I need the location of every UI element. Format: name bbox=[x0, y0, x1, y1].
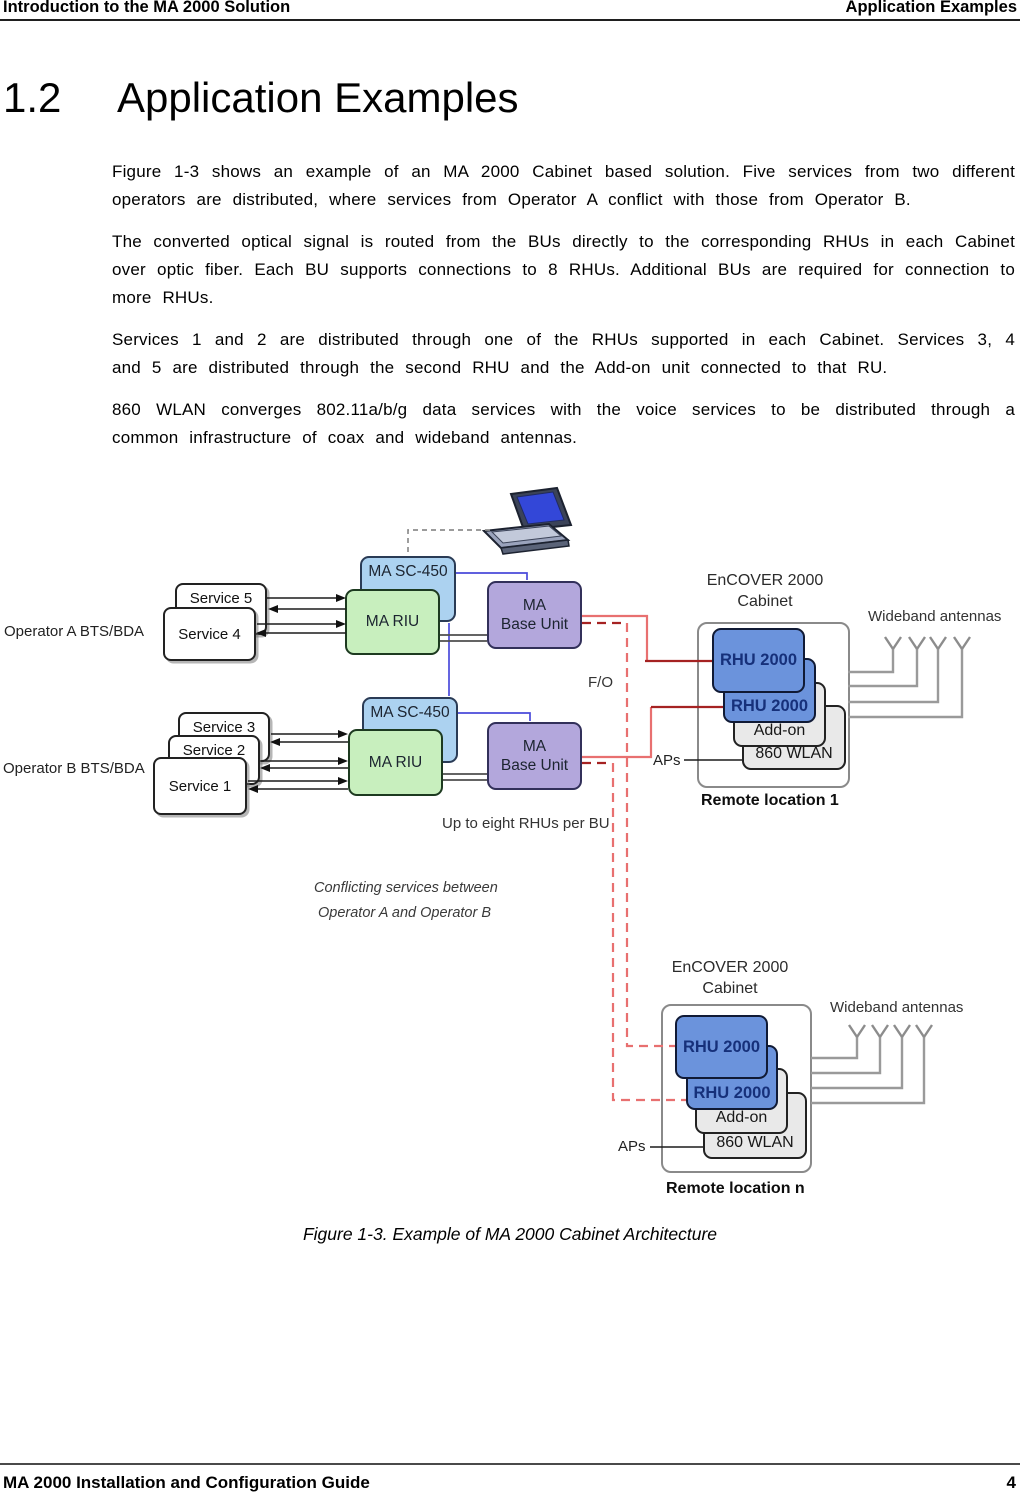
up-to-eight-rhus-label: Up to eight RHUs per BU bbox=[442, 815, 610, 832]
ma-base-unit-label-line1: MA bbox=[522, 597, 547, 614]
operator-b-label: Operator B BTS/BDA bbox=[3, 760, 145, 777]
service-2-label: Service 2 bbox=[182, 742, 246, 759]
header-right-title: Application Examples bbox=[845, 0, 1017, 16]
cabinet-1-title: EnCOVER 2000 Cabinet bbox=[690, 570, 840, 612]
wideband-antennas-label-1: Wideband antennas bbox=[868, 608, 1002, 625]
service-1-box: Service 1 bbox=[153, 757, 247, 815]
paragraph: Figure 1-3 shows an example of an MA 200… bbox=[112, 162, 1015, 209]
conflicting-services-note: Conflicting services between Operator A … bbox=[314, 876, 498, 926]
add-on-label: Add-on bbox=[715, 1109, 768, 1126]
header-rule bbox=[0, 19, 1020, 21]
cabinet-2-title-line2: Cabinet bbox=[702, 980, 758, 997]
fo-label: F/O bbox=[588, 674, 613, 691]
antenna-feeders-1 bbox=[848, 649, 964, 719]
ma-riu-label: MA RIU bbox=[368, 753, 423, 771]
ma-base-unit-box-1: MA Base Unit bbox=[487, 581, 582, 649]
wlan-860-label: 860 WLAN bbox=[716, 1134, 794, 1151]
wlan-860-label: 860 WLAN bbox=[755, 745, 833, 762]
ma-sc450-label: MA SC-450 bbox=[370, 704, 450, 721]
wideband-antennas-label-2: Wideband antennas bbox=[830, 999, 964, 1016]
aps-label-1: APs bbox=[653, 752, 681, 769]
paragraph: 860 WLAN converges 802.11a/b/g data serv… bbox=[112, 400, 1015, 447]
service-5-label: Service 5 bbox=[189, 590, 253, 607]
rhu-2000-label: RHU 2000 bbox=[730, 697, 809, 715]
service-4-label: Service 4 bbox=[178, 625, 241, 643]
rhu-2000-label: RHU 2000 bbox=[682, 1037, 761, 1056]
antenna-feeders-2 bbox=[811, 1037, 926, 1105]
ma-base-unit-label-line2: Base Unit bbox=[500, 616, 569, 633]
rhu-2000-label: RHU 2000 bbox=[719, 651, 798, 669]
page-title: Application Examples bbox=[117, 74, 519, 121]
service-3-label: Service 3 bbox=[192, 719, 256, 736]
rhu-2000-box-2a: RHU 2000 bbox=[675, 1015, 768, 1079]
figure-caption: Figure 1-3. Example of MA 2000 Cabinet A… bbox=[302, 1224, 718, 1244]
aps-label-2: APs bbox=[618, 1138, 646, 1155]
service-1-label: Service 1 bbox=[168, 777, 232, 795]
footer-page-number: 4 bbox=[1006, 1473, 1016, 1492]
ma-riu-label: MA RIU bbox=[365, 613, 420, 630]
remote-location-n-label: Remote location n bbox=[666, 1180, 805, 1197]
laptop-icon bbox=[481, 486, 573, 555]
remote-location-1-label: Remote location 1 bbox=[701, 792, 839, 809]
ma-base-unit-label-line2: Base Unit bbox=[500, 757, 569, 774]
rhu-2000-label: RHU 2000 bbox=[693, 1084, 771, 1102]
ma-sc450-label: MA SC-450 bbox=[368, 563, 448, 580]
section-number: 1.2 bbox=[3, 74, 62, 121]
antenna-icon bbox=[884, 636, 971, 650]
paragraph: Services 1 and 2 are distributed through… bbox=[112, 330, 1015, 377]
body-text: Figure 1-3 shows an example of an MA 200… bbox=[112, 158, 1015, 466]
ma-base-unit-label-line1: MA bbox=[522, 738, 547, 755]
conflicting-note-line2: Operator A and Operator B bbox=[318, 905, 492, 921]
laptop-to-sc450-dashed-line bbox=[407, 529, 490, 555]
operator-a-label: Operator A BTS/BDA bbox=[4, 623, 145, 640]
cabinet-2-title-line1: EnCOVER 2000 bbox=[671, 959, 789, 976]
conflicting-note-line1: Conflicting services between bbox=[314, 880, 498, 896]
antenna-icon bbox=[848, 1024, 933, 1038]
header-left-title: Introduction to the MA 2000 Solution bbox=[3, 0, 291, 16]
add-on-label: Add-on bbox=[753, 722, 806, 739]
rhu-2000-box-1a: RHU 2000 bbox=[712, 628, 805, 693]
cabinet-1-title-line1: EnCOVER 2000 bbox=[706, 572, 824, 589]
ma-base-unit-box-2: MA Base Unit bbox=[487, 722, 582, 790]
cabinet-2-title: EnCOVER 2000 Cabinet bbox=[655, 957, 805, 999]
ma-riu-box-2: MA RIU bbox=[348, 729, 443, 796]
service-4-box: Service 4 bbox=[163, 607, 256, 661]
paragraph: The converted optical signal is routed f… bbox=[112, 232, 1015, 307]
ma-riu-box-1: MA RIU bbox=[345, 589, 440, 655]
footer-rule bbox=[0, 1463, 1020, 1465]
cabinet-1-title-line2: Cabinet bbox=[737, 593, 793, 610]
footer-left-title: MA 2000 Installation and Configuration G… bbox=[3, 1473, 370, 1492]
